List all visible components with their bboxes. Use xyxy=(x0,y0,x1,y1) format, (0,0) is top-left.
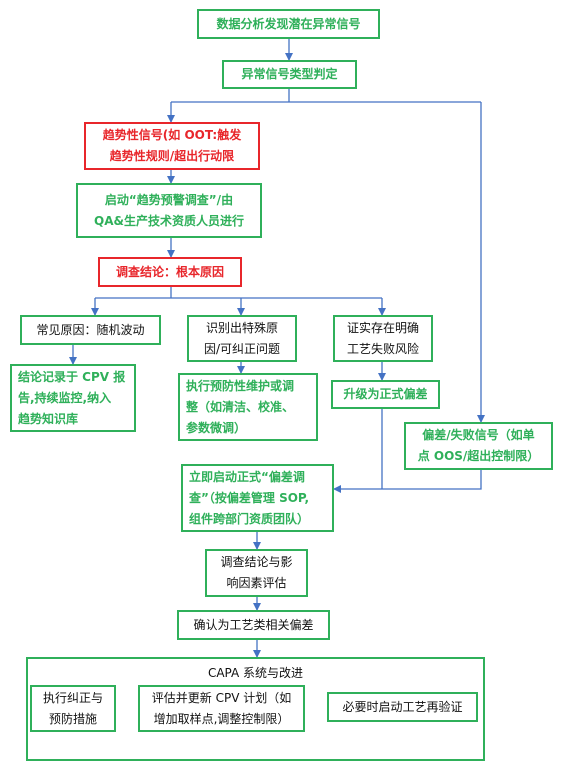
node-conclusion: 调查结论：根本原因 xyxy=(98,257,242,287)
node-upgrade-deviation: 升级为正式偏差 xyxy=(331,380,440,409)
node-trend-signal: 趋势性信号(如 OOT:触发 趋势性规则/超出行动限 xyxy=(84,122,260,170)
node-trend-investigation: 启动“趋势预警调查”/由 QA&生产技术资质人员进行 xyxy=(76,183,262,238)
node-common-cause: 常见原因：随机波动 xyxy=(20,315,161,345)
node-preventive-maintenance: 执行预防性维护或调 整（如清洁、校准、 参数微调） xyxy=(178,373,318,441)
node-update-cpv-plan: 评估并更新 CPV 计划（如 增加取样点,调整控制限） xyxy=(138,685,305,732)
node-formal-investigation: 立即启动正式“偏差调 查”（按偏差管理 SOP, 组件跨部门资质团队） xyxy=(181,464,334,532)
node-classify: 异常信号类型判定 xyxy=(222,60,357,89)
node-impact-evaluation: 调查结论与影 响因素评估 xyxy=(205,549,308,597)
node-confirm-process-deviation: 确认为工艺类相关偏差 xyxy=(177,610,330,640)
node-revalidation: 必要时启动工艺再验证 xyxy=(327,692,478,722)
node-special-cause: 识别出特殊原 因/可纠正问题 xyxy=(187,315,297,362)
connector-deviation-formal xyxy=(333,470,482,493)
node-deviation-signal: 偏差/失败信号（如单 点 OOS/超出控制限） xyxy=(404,422,553,470)
capa-title: CAPA 系统与改进 xyxy=(207,666,304,680)
node-start: 数据分析发现潜在异常信号 xyxy=(197,9,380,39)
node-record-cpv: 结论记录于 CPV 报 告,持续监控,纳入 趋势知识库 xyxy=(10,364,136,432)
node-confirmed-risk: 证实存在明确 工艺失败风险 xyxy=(333,315,433,362)
node-capa-actions: 执行纠正与 预防措施 xyxy=(30,685,116,732)
